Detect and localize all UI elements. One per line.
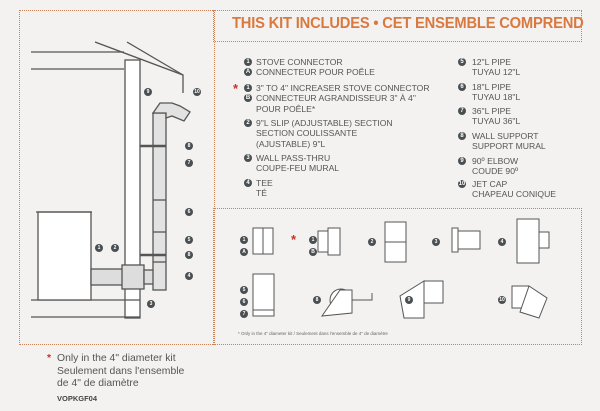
number-marker: 5 [185,236,193,244]
item-label: 9"L SLIP (ADJUSTABLE) SECTION [256,118,393,128]
item-label: TÉ [256,188,267,199]
product-code: VOPKGF04 [57,394,98,403]
number-marker: 2 [111,244,119,252]
item-label: TUYAU 36"L [472,116,521,127]
kit-note: * Only in the 4" diameter kit Seulement … [47,353,185,391]
number-marker: 4 [498,238,506,246]
number-marker: 2 [368,238,376,246]
item-label: 3" TO 4" INCREASER STOVE CONNECTOR [256,83,430,93]
item-label: CHAPEAU CONIQUE [472,189,557,200]
number-marker: 8 [185,251,193,259]
title-bar [213,10,582,42]
item-label-fr: CONNECTEUR POUR POÊLE [256,67,375,78]
item-label-fr: POUR POÊLE* [256,103,316,114]
number-marker: A [240,248,248,256]
item-label: (AJUSTABLE) 9"L [256,138,326,149]
number-marker: 3 [432,238,440,246]
number-marker: B [309,248,317,256]
item-label: 18"L PIPE [472,82,512,92]
item-label: 12"L PIPE [472,57,512,67]
item-label: TUYAU 18"L [472,92,521,103]
number-marker: 7 [185,159,193,167]
note-line: Only in the 4" diameter kit [57,353,176,364]
parts-panel [213,208,582,345]
number-marker: 8 [313,296,321,304]
item-label: WALL SUPPORT [472,131,539,141]
item-label-fr: CONNECTEUR AGRANDISSEUR 3" À 4" [256,93,416,104]
number-marker: B [244,94,252,103]
item-label: SECTION COULISSANTE [256,128,358,139]
item-label: TUYAU 12"L [472,67,521,78]
number-marker: 3 [147,300,155,308]
asterisk-icon: * [233,81,239,96]
number-marker: 10 [498,296,506,304]
number-marker: 6 [458,83,466,91]
number-marker: 9 [405,296,413,304]
number-marker: 9 [458,157,466,165]
number-marker: 6 [185,208,193,216]
number-marker: 2 [244,119,252,127]
item-label: 36"L PIPE [472,106,512,116]
number-marker: 1 [95,244,103,252]
number-marker: 7 [458,107,466,115]
item-label: COUPE-FEU MURAL [256,163,340,174]
number-marker: 1 [244,84,252,92]
number-marker: 8 [458,132,466,140]
item-label: COUDE 90º [472,166,519,177]
note-line: Seulement dans l'ensemble [57,365,185,377]
kit-title: THIS KIT INCLUDES • CET ENSEMBLE COMPREN… [232,15,584,32]
number-marker: 4 [185,272,193,280]
number-marker: 5 [458,58,466,66]
item-label: 90º ELBOW [472,156,519,166]
number-marker: 1 [309,236,317,244]
number-marker: 8 [185,142,193,150]
item-label: JET CAP [472,179,508,189]
number-marker: 5 [240,286,248,294]
note-line: de 4" de diamètre [57,378,139,389]
number-marker: 10 [193,88,201,96]
item-label: TEE [256,178,273,188]
number-marker: 1 [240,236,248,244]
installation-panel [19,10,215,345]
item-label: STOVE CONNECTOR [256,57,343,67]
number-marker: 9 [144,88,152,96]
number-marker: 4 [244,179,252,187]
number-marker: 3 [244,154,252,162]
number-marker: 10 [458,180,466,188]
note-asterisk: * [47,353,52,364]
item-label: WALL PASS-THRU [256,153,331,163]
asterisk-icon: * [291,232,297,247]
number-marker: A [244,68,252,77]
number-marker: 1 [244,58,252,66]
number-marker: 6 [240,298,248,306]
parts-footnote: * Only in the 4" diameter kit / Seulemen… [238,331,388,336]
item-label: SUPPORT MURAL [472,141,546,152]
number-marker: 7 [240,310,248,318]
